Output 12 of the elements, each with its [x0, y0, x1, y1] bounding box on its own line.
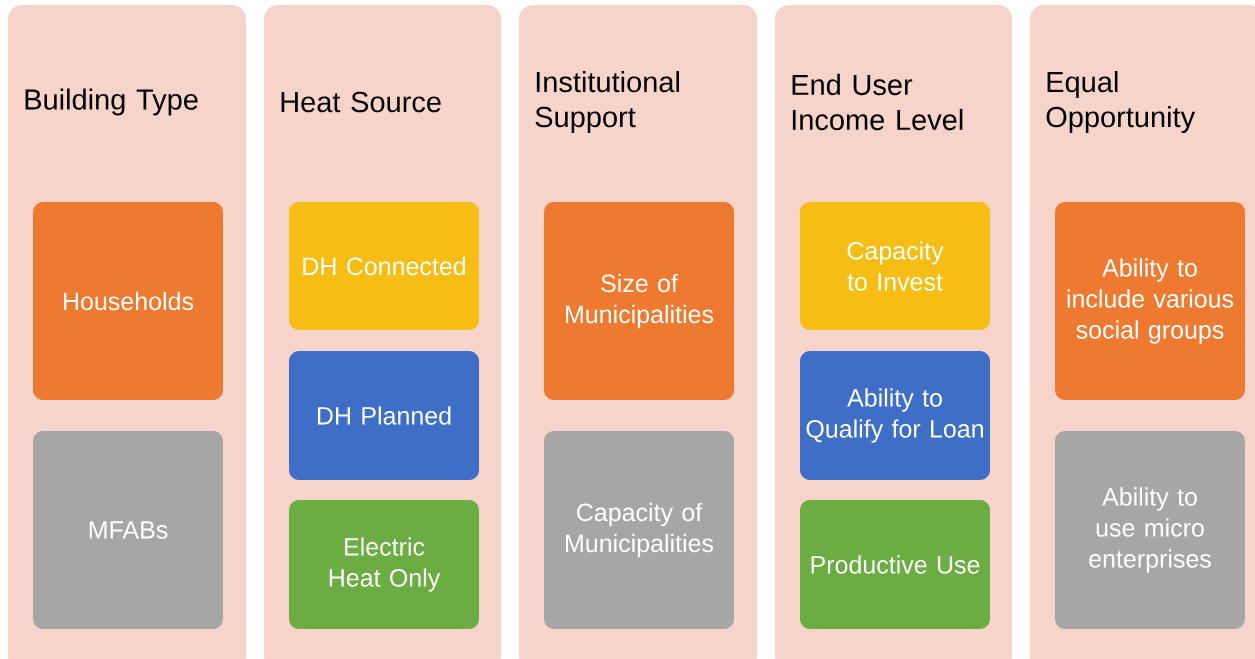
item-box: Productive Use — [800, 500, 990, 629]
item-box: Electric Heat Only — [289, 500, 479, 629]
item-box: DH Planned — [289, 351, 479, 480]
item-box: Households — [33, 202, 223, 400]
item-box: MFABs — [33, 431, 223, 629]
item-box: DH Connected — [289, 202, 479, 330]
item-box: Capacity to Invest — [800, 202, 990, 330]
item-box: Ability to include various social groups — [1055, 202, 1245, 400]
item-box: Ability to use micro enterprises — [1055, 431, 1245, 629]
item-box: Capacity of Municipalities — [544, 431, 734, 629]
item-box: Ability to Qualify for Loan — [800, 351, 990, 480]
item-box: Size of Municipalities — [544, 202, 734, 400]
